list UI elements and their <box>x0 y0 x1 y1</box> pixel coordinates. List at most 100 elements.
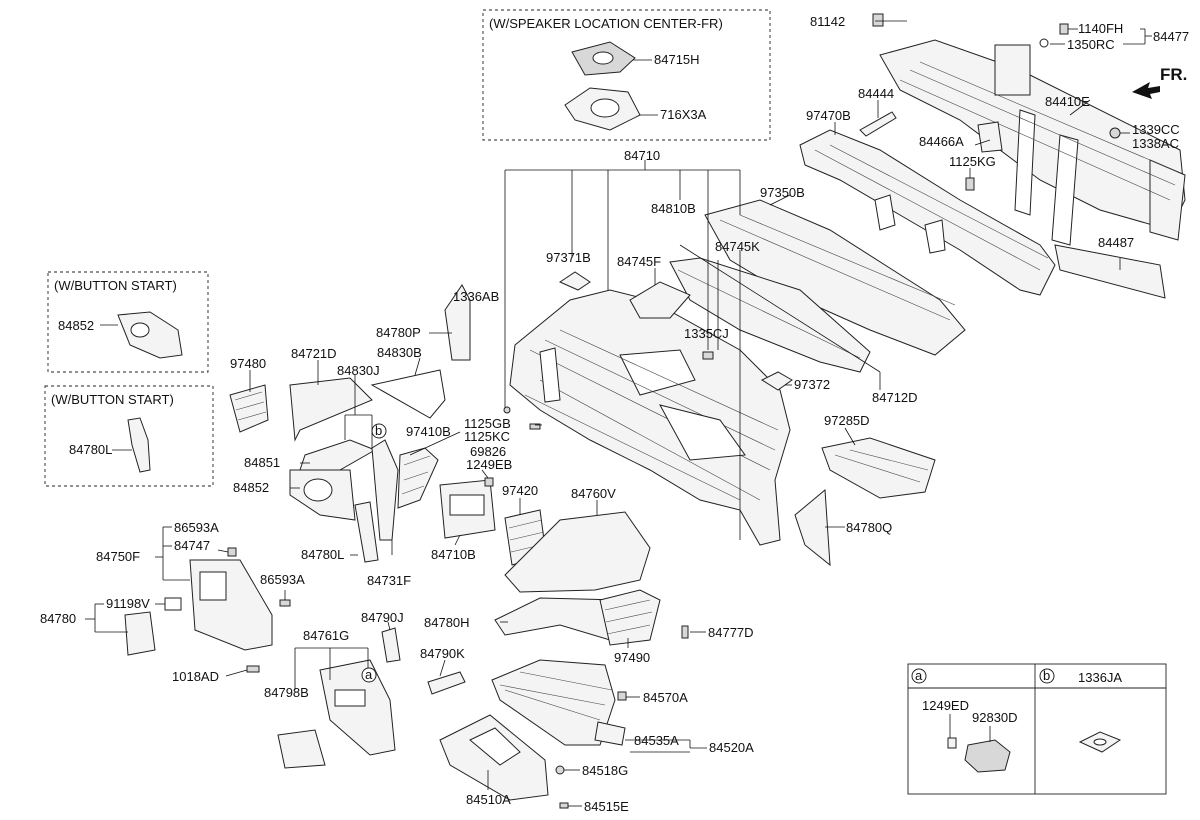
label-97371B: 97371B <box>546 250 591 265</box>
label-84747: 84747 <box>174 538 210 553</box>
label-84444: 84444 <box>858 86 894 101</box>
bracket-84790K <box>427 671 466 695</box>
legend-part-1336JA: 1336JA <box>1078 670 1122 685</box>
front-direction-indicator: FR. <box>1132 65 1187 99</box>
label-84570A: 84570A <box>643 690 688 705</box>
label-84410E: 84410E <box>1045 94 1090 109</box>
inset-button-start-2-title: (W/BUTTON START) <box>51 392 174 407</box>
side-cover-84780Q <box>794 488 831 567</box>
main-panel-84710 <box>509 289 791 546</box>
legend-part-92830D: 92830D <box>972 710 1018 725</box>
circle-ref-b: b <box>371 423 387 439</box>
part-label-716X3A: 716X3A <box>660 107 707 122</box>
label-84798B: 84798B <box>264 685 309 700</box>
clip-1335CJ <box>702 351 714 360</box>
label-84710B: 84710B <box>431 547 476 562</box>
inset-speaker-location: (W/SPEAKER LOCATION CENTER-FR) 84715H 71… <box>482 9 771 141</box>
crash-pad-97350B <box>704 199 966 356</box>
label-81142: 81142 <box>810 14 845 29</box>
label-1249EB: 1249EB <box>466 457 512 472</box>
inset-speaker-title: (W/SPEAKER LOCATION CENTER-FR) <box>489 16 723 31</box>
label-1018AD: 1018AD <box>172 669 219 684</box>
label-86593A-1: 86593A <box>174 520 219 535</box>
cover-84731F <box>371 439 399 541</box>
legend-letter-b: b <box>1043 668 1050 683</box>
label-84477: 84477 <box>1153 29 1189 44</box>
label-84487: 84487 <box>1098 235 1134 250</box>
label-84780H: 84780H <box>424 615 470 630</box>
speaker-grille-97372 <box>760 371 793 391</box>
lower-cover-97285D <box>821 437 936 499</box>
label-84745K: 84745K <box>715 239 760 254</box>
cover-84745F <box>629 281 691 319</box>
label-84780P: 84780P <box>376 325 421 340</box>
label-84780: 84780 <box>40 611 76 626</box>
label-84745F: 84745F <box>617 254 661 269</box>
label-1350RC: 1350RC <box>1067 37 1115 52</box>
label-1125KG: 1125KG <box>949 154 996 169</box>
vent-97490 <box>599 589 661 646</box>
label-84790K: 84790K <box>420 646 465 661</box>
clip-84747 <box>227 547 237 557</box>
label-1338AC: 1338AC <box>1132 136 1179 151</box>
panel-84798B <box>277 729 326 769</box>
cover-84780 <box>124 611 156 656</box>
label-1140FH: 1140FH <box>1078 21 1123 36</box>
glovebox-housing-84520A <box>491 659 616 746</box>
label-84510A: 84510A <box>466 792 511 807</box>
label-86593A-2: 86593A <box>260 572 305 587</box>
inset-button-start-1-title: (W/BUTTON START) <box>54 278 177 293</box>
damper-84535A <box>594 721 626 746</box>
label-84810B: 84810B <box>651 201 696 216</box>
nut-1339CC <box>1109 127 1121 139</box>
stopper-84518G <box>555 765 565 775</box>
label-97410B: 97410B <box>406 424 451 439</box>
label-84830B: 84830B <box>377 345 422 360</box>
label-84750F: 84750F <box>96 549 140 564</box>
label-84780Q: 84780Q <box>846 520 892 535</box>
garnish-84721D <box>289 377 373 442</box>
legend-letter-a: a <box>915 668 923 683</box>
glovebox-84510A <box>439 714 549 801</box>
circle-ref-a-letter: a <box>365 667 373 682</box>
label-84712D: 84712D <box>872 390 918 405</box>
legend-part-1249ED: 1249ED <box>922 698 969 713</box>
duct-97470B <box>799 129 1056 296</box>
part-label-84715H: 84715H <box>654 52 700 67</box>
label-84830J: 84830J <box>337 363 380 378</box>
label-84760V: 84760V <box>571 486 616 501</box>
inset-button-start-1: (W/BUTTON START) 84852 <box>47 271 209 373</box>
label-84852: 84852 <box>233 480 269 495</box>
label-84851: 84851 <box>244 455 280 470</box>
panel-84761G <box>319 659 396 756</box>
lower-panel-84750F <box>189 559 273 651</box>
screw-1018AD <box>246 665 260 673</box>
bracket-84487 <box>1054 244 1166 299</box>
label-91198V: 91198V <box>106 596 150 611</box>
clip-69826 <box>484 477 494 487</box>
part-label-84780L-inset: 84780L <box>69 442 112 457</box>
screw-84777D <box>681 625 689 639</box>
label-84790J: 84790J <box>361 610 404 625</box>
bolt-1125KG <box>965 177 975 191</box>
label-84466A: 84466A <box>919 134 964 149</box>
speaker-cover-97371B <box>558 271 591 291</box>
vent-97410B <box>397 447 439 509</box>
cowl-cross-bar-84410E <box>879 39 1186 246</box>
callout-labels: 81142 1140FH 1350RC 84477 84444 84410E 9… <box>40 14 1189 814</box>
label-1125KC: 1125KC <box>464 429 510 444</box>
label-1339CC: 1339CC <box>1132 122 1180 137</box>
label-97350B: 97350B <box>760 185 805 200</box>
cover-84830B <box>370 369 446 419</box>
label-84721D: 84721D <box>291 346 337 361</box>
label-97470B: 97470B <box>806 108 851 123</box>
front-direction-label: FR. <box>1160 65 1187 84</box>
legend-box: a b 1336JA 1249ED 92830D <box>907 663 1167 795</box>
clip-86593A <box>279 599 291 607</box>
label-84710: 84710 <box>624 148 660 163</box>
label-1335CJ: 1335CJ <box>684 326 729 341</box>
label-1125GB: 1125GB <box>464 416 511 431</box>
bolt-1140FH <box>1039 23 1069 48</box>
label-84780L: 84780L <box>301 547 344 562</box>
circle-ref-b-letter: b <box>375 423 382 438</box>
